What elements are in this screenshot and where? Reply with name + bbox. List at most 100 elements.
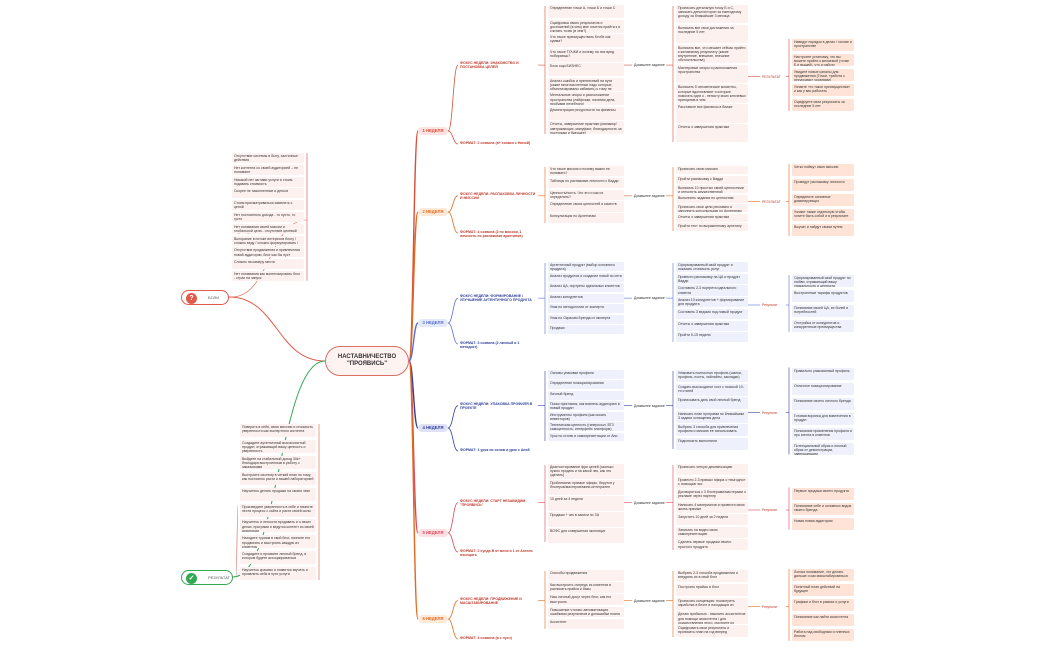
- week-4-result-item[interactable]: Понимание применения профиля и про агент…: [792, 427, 854, 440]
- week-6-topic[interactable]: Способы продвижения: [548, 570, 624, 581]
- week-6-result-item[interactable]: Работа над свободным и пленных блогом: [792, 629, 854, 641]
- week-5-homework-item[interactable]: Запустить 10 дней за 2 недели: [676, 514, 748, 526]
- week-2-homework-item[interactable]: Выполнить задания по ценностям: [676, 194, 748, 203]
- result-item[interactable]: Выйдете на стабильный доход 30к+ благода…: [240, 455, 316, 469]
- week-3-homework-item[interactable]: Составить 2-3 портрета идеального клиент…: [676, 285, 748, 296]
- week-2-homework-item[interactable]: Выписать 10 простых своей ценностями и о…: [676, 185, 748, 194]
- week-3-homework-item[interactable]: Пройти 5-15 недели: [676, 332, 748, 343]
- central-node[interactable]: НАСТАВНИЧЕСТВО "ПРОЯВИСЬ": [325, 346, 409, 376]
- week-5-topic[interactable]: Диагностирование фри целей (сколько нужн…: [548, 464, 624, 479]
- week-4-result-label[interactable]: Результат: [762, 410, 778, 415]
- week-2-focus[interactable]: ФОКУС НЕДЕЛИ: РАСПАКОВКА ЛИЧНОСТИ И МИСС…: [460, 191, 536, 201]
- week-4-homework-item[interactable]: Написать план программ по ближайшим 3 за…: [676, 410, 748, 423]
- week-3-topic[interactable]: Упак по Окрасам Бренда от эксперта: [548, 314, 624, 324]
- week-1-result-item[interactable]: Увидите новые каналы для продвижения (То…: [792, 69, 854, 81]
- pain-item[interactable]: Нет постоянного дохода - то пусто, то гу…: [232, 212, 304, 222]
- week-1-topic[interactable]: Определение точки А, точки Б и точки С: [548, 5, 624, 19]
- week-2-format[interactable]: ФОРМАТ: 4 созвона (2 по миссии, 1 личнос…: [460, 230, 523, 238]
- week-4-topic[interactable]: Техническая ценность (гиперссыл, ВТЗ сам…: [548, 422, 624, 432]
- week-4-topic[interactable]: Урок по стилю и самопрезентации от Ани: [548, 432, 624, 442]
- result-badge[interactable]: ✓РЕЗУЛЬТАТ: [181, 570, 233, 585]
- week-5-homework-item[interactable]: Записать на видео свою самопрезентацию: [676, 526, 748, 538]
- week-3-topic[interactable]: Аутентичный продукт (выбор основного про…: [548, 262, 624, 272]
- week-3-homework-item[interactable]: Сформированный свой продукт и показать с…: [676, 262, 748, 273]
- week-6-result-item[interactable]: Понятный план действий на будущее: [792, 584, 854, 596]
- result-item[interactable]: Создадите аутентичный высокочистый проду…: [240, 439, 316, 453]
- week-2-homework-label[interactable]: Домашнее задание: [634, 193, 665, 198]
- week-1-focus[interactable]: ФОКУС НЕДЕЛИ: ЗНАКОМСТВО И ПОСТАНОВКА ЦЕ…: [460, 61, 519, 70]
- week-2-homework-item[interactable]: Прописать свою миссию: [676, 166, 748, 175]
- week-3-result-item[interactable]: Отстройка от конкурентов и конкурентные …: [792, 320, 854, 332]
- week-4-homework-label[interactable]: Домашнее задание: [634, 403, 665, 408]
- week-5-homework-item[interactable]: Написать 4 материалов и провести свою жи…: [676, 501, 748, 513]
- week-6-result-item[interactable]: Логика понимание, что делать дальше и ка…: [792, 569, 854, 581]
- result-item[interactable]: Поверить в себя, свою миссию и стоимость…: [240, 424, 316, 437]
- pain-item[interactable]: Скорее не накопленные и деньги: [232, 188, 304, 199]
- week-1-topic[interactable]: Блок ощи БИЗНЕС: [548, 63, 624, 77]
- week-4-homework-item[interactable]: Подключить выполнили: [676, 437, 748, 450]
- week-3-homework-label[interactable]: Домашнее задание: [634, 296, 665, 301]
- week-5-result-item[interactable]: Первые продажи своего продукта: [792, 487, 854, 500]
- week-1-homework-item[interactable]: Расставьте все финансы в ближе: [676, 104, 748, 123]
- week-6-label[interactable]: 6 НЕДЕЛЯ: [418, 615, 448, 623]
- week-3-homework-item[interactable]: Анализ 10 конкурентов + формирование для…: [676, 297, 748, 308]
- week-2-label[interactable]: 2 НЕДЕЛЯ: [418, 208, 448, 216]
- week-1-result-label[interactable]: РЕЗУЛЬТАТ: [762, 74, 781, 79]
- week-1-homework-item[interactable]: Выписать все, что мешает сейчас прийти к…: [676, 44, 748, 64]
- week-4-topic[interactable]: Личный бренд: [548, 390, 624, 400]
- week-4-homework-item[interactable]: Упаковать полностью профиль (шапка, проф…: [676, 370, 748, 382]
- week-6-format[interactable]: ФОРМАТ: 4 созвона (в с лусч): [460, 636, 512, 640]
- result-item[interactable]: Выстроите систему в четкий план по тому,…: [240, 471, 316, 485]
- week-2-homework-item[interactable]: Отчеты о завершения практики: [676, 213, 748, 222]
- week-1-topic[interactable]: Демонстрация ресурсности на финансы: [548, 106, 624, 120]
- week-6-topic[interactable]: Как выстроить очередь из клиентов в расп…: [548, 582, 624, 593]
- pain-item[interactable]: Отсутствие продвижения и привлечения нов…: [232, 247, 304, 258]
- pain-item[interactable]: Нет контента со своей аудиторией – не по…: [232, 164, 304, 175]
- week-5-focus[interactable]: ФОКУС НЕДЕЛИ: СТАРТ НЕЗАВИДИМ "ПРОЯВИСЬ": [460, 498, 526, 507]
- week-5-format[interactable]: ФОРМАТ: 2 сунда В от меня и 1 от Ангеля …: [460, 549, 533, 557]
- week-4-result-item[interactable]: Готовая воронка для вовлечения в продукт: [792, 412, 854, 425]
- week-6-homework-item[interactable]: Оцифровать свои результаты и прописать п…: [676, 625, 748, 638]
- week-2-topic[interactable]: Ценность/ность. Что это и как их определ…: [548, 189, 624, 200]
- week-1-homework-item[interactable]: Выписать 5 человеческие моменты, которые…: [676, 84, 748, 103]
- week-4-focus[interactable]: ФОКУС НЕДЕЛИ: УПАКОВКА ПРОФИЛЯ В ПРОЕКТЕ: [460, 401, 533, 410]
- week-2-result-item[interactable]: Проведут распаковку личности: [792, 179, 854, 191]
- week-2-topic[interactable]: Консультация по Архетипам: [548, 213, 624, 224]
- week-1-homework-label[interactable]: Домашнее задание: [634, 63, 665, 68]
- week-4-topic[interactable]: Инструменты профиля (как искать инвестор…: [548, 411, 624, 421]
- week-1-result-item[interactable]: Узнаете «то такое преимущества» и как у …: [792, 84, 854, 96]
- week-2-result-label[interactable]: РЕЗУЛЬТАТ: [762, 199, 781, 204]
- week-4-result-item[interactable]: Отличное позиционирование: [792, 382, 854, 395]
- week-5-label[interactable]: 5 НЕДЕЛЯ: [418, 529, 448, 537]
- week-1-topic[interactable]: Отчеты, завершение практики (маникюр/зав…: [548, 121, 624, 135]
- week-1-topic[interactable]: Ментальные опоры и расположение простран…: [548, 92, 624, 106]
- week-2-result-item[interactable]: Узнают также отдельную чтобы хотите быть…: [792, 209, 854, 221]
- pain-item[interactable]: Никакой нет заглави услуги и стоим подав…: [232, 176, 304, 187]
- week-2-homework-item[interactable]: Пройти тест по выраженному архетипу: [676, 223, 748, 232]
- week-3-homework-item[interactable]: Провести распаковку на ЦА и продукт Вадд…: [676, 273, 748, 284]
- week-6-homework-item[interactable]: Прописать концепцию: посмотреть заработк…: [676, 597, 748, 610]
- week-6-topic[interactable]: Наш личный досуг через блог, как его выс…: [548, 594, 624, 606]
- week-6-homework-item[interactable]: Делаю прибылью - накопить ассистентов дл…: [676, 611, 748, 624]
- week-2-homework-item[interactable]: Пройти распаковку с Вадди: [676, 175, 748, 184]
- week-2-homework-item[interactable]: Прописать свои цели рекламно и заполнить…: [676, 204, 748, 213]
- week-6-homework-label[interactable]: Домашнее задание: [634, 598, 665, 603]
- week-3-focus[interactable]: ФОКУС НЕДЕЛИ: ФОРМИРОВАНИЕ / УЛУЧШЕНИЕ А…: [460, 294, 532, 303]
- week-2-result-item[interactable]: Определите основные доминирующих: [792, 194, 854, 206]
- week-6-result-label[interactable]: Результат: [762, 604, 778, 609]
- week-3-label[interactable]: 3 НЕДЕЛЯ: [418, 319, 448, 327]
- week-4-homework-item[interactable]: Прописывать дать свой личный бренд: [676, 397, 748, 409]
- week-4-homework-item[interactable]: Создать высокодатое хост с поиской 10-ти…: [676, 383, 748, 396]
- week-4-homework-item[interactable]: Выбрать 3 способа для привлечения профил…: [676, 424, 748, 436]
- week-3-result-item[interactable]: Сформированный свой продукт по любви, от…: [792, 275, 854, 287]
- week-5-homework-item[interactable]: Провести 2-3 прямых эфира о «выгодно» с …: [676, 476, 748, 488]
- week-3-homework-item[interactable]: Отчеты о завершения практики: [676, 320, 748, 331]
- week-2-topic[interactable]: Что такое миссия и почему важно ее поним…: [548, 166, 624, 177]
- week-4-topic[interactable]: Основы упаковки профиля: [548, 370, 624, 379]
- week-6-homework-item[interactable]: Построить прайсы в блог: [676, 583, 748, 597]
- week-3-topic[interactable]: Анализ конкурентов: [548, 293, 624, 303]
- pain-item[interactable]: Нет понимания как монетизировать блог - …: [232, 271, 304, 281]
- week-3-topic[interactable]: Продажи: [548, 325, 624, 335]
- week-2-result-item[interactable]: Выучат и найдут своим путем: [792, 224, 854, 236]
- week-5-homework-label[interactable]: Домашнее задание: [634, 500, 665, 505]
